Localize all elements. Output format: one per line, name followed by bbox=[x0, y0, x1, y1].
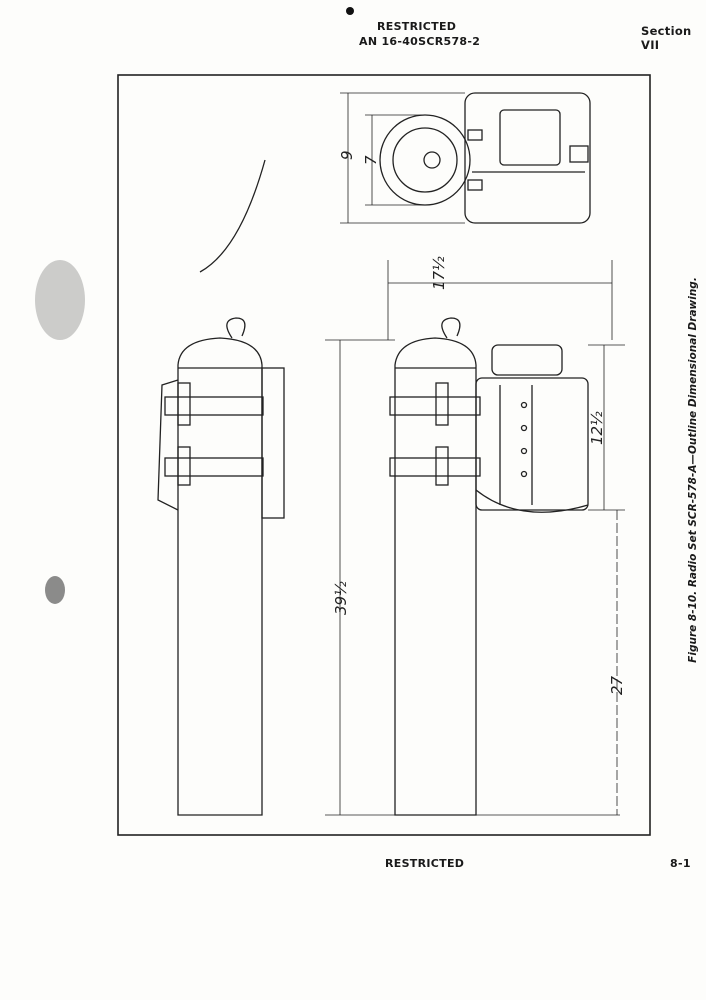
stray-mark bbox=[199, 159, 266, 273]
dim-label-12-5: 12½ bbox=[588, 411, 606, 445]
top-view bbox=[379, 92, 591, 224]
footer-classification: RESTRICTED bbox=[385, 857, 465, 870]
dim-label-7: 7 bbox=[362, 155, 380, 165]
dim-label-27: 27 bbox=[608, 675, 626, 695]
punch-mark bbox=[346, 7, 354, 15]
section-label: Section VII bbox=[641, 24, 692, 52]
side-view bbox=[157, 317, 285, 816]
dim-label-9: 9 bbox=[338, 150, 356, 160]
document-number: AN 16-40SCR578-2 bbox=[359, 35, 481, 48]
figure-caption: Figure 8-10. Radio Set SCR-578-A—Outline… bbox=[687, 277, 699, 663]
page-number: 8-1 bbox=[670, 857, 691, 870]
dim-label-39-5: 39½ bbox=[332, 581, 350, 615]
figure-frame bbox=[117, 74, 651, 836]
dim-label-17-5: 17½ bbox=[430, 256, 448, 290]
header-classification: RESTRICTED bbox=[377, 20, 457, 33]
front-view bbox=[389, 317, 589, 816]
scan-smudges bbox=[35, 260, 85, 604]
